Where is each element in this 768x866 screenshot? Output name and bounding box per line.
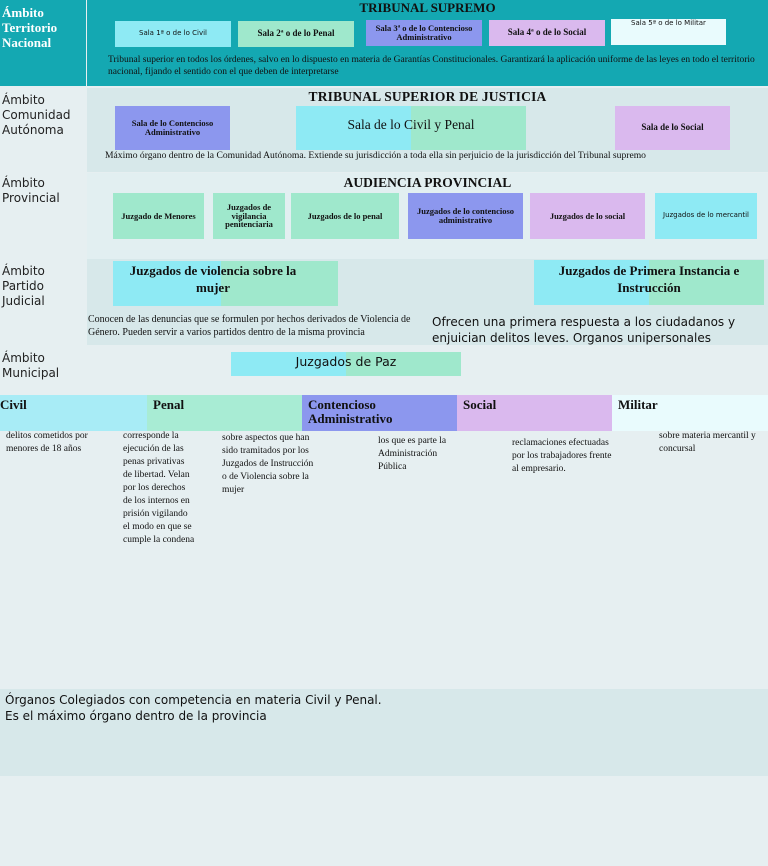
supremo-title: TRIBUNAL SUPREMO (359, 0, 496, 15)
detail-mercantil: sobre materia mercantil y concursal (659, 431, 756, 454)
sala-1-civil: Sala 1ª o de lo Civil (115, 21, 231, 47)
detail-vigilancia: corresponde la ejecución de las penas pr… (123, 431, 195, 545)
detail-social: reclamaciones efectuadas por los trabaja… (512, 438, 612, 474)
row-label-nacional: Ámbito Territorio Nacional (2, 5, 58, 50)
footer-line-1: Órganos Colegiados con competencia en ma… (5, 693, 382, 707)
juzgado-mercantil: Juzgados de lo mercantil (655, 193, 757, 239)
tsj-description: Máximo órgano dentro de la Comunidad Aut… (105, 150, 646, 161)
column-contencioso: Contencioso Administrativo (302, 395, 457, 431)
tsj-title: TRIBUNAL SUPERIOR DE JUSTICIA (308, 89, 547, 104)
footer-band (0, 689, 768, 776)
juzgado-primera-instancia: Juzgados de Primera Instancia e Instrucc… (558, 263, 740, 295)
row-label-provincial: Ámbito Provincial (2, 176, 60, 205)
sala-4-social: Sala 4ª o de lo Social (489, 20, 605, 46)
audiencia-title: AUDIENCIA PROVINCIAL (343, 175, 512, 190)
juzgados-de-paz: Juzgados de Paz (295, 354, 397, 370)
tsj-civil-penal-box (296, 106, 526, 150)
nacional-label-bg (0, 0, 86, 86)
column-social: Social (457, 395, 612, 431)
detail-penal: sobre aspectos que han sido tramitados p… (222, 433, 314, 495)
sala-2-penal: Sala 2ª o de lo Penal (238, 21, 354, 47)
detail-menores: delitos cometidos por menores de 18 años (6, 431, 88, 454)
column-penal: Penal (147, 395, 302, 431)
juzgado-violencia: Juzgados de violencia sobre la mujer (129, 263, 297, 295)
juzgado-vigilancia: Juzgados de vigilancia penitenciaria (213, 193, 285, 239)
violencia-description: Conocen de las denuncias que se formulen… (88, 314, 411, 338)
juzgado-menores: Juzgado de Menores (113, 193, 204, 239)
paz-box (231, 352, 461, 376)
violencia-box (113, 261, 338, 306)
tsj-sala-civil-penal: Sala de lo Civil y Penal (347, 116, 475, 132)
footer-line-2: Es el máximo órgano dentro de la provinc… (5, 709, 267, 723)
tsj-sala-contencioso: Sala de lo Contencioso Administrativo (115, 106, 230, 150)
row-label-autonoma: Ámbito Comunidad Autónoma (2, 93, 71, 137)
column-militar: Militar (612, 395, 768, 431)
sala-5-militar: Sala 5ª o de lo Militar (611, 19, 726, 45)
juzgado-contencioso: Juzgados de lo contencioso administrativ… (408, 193, 523, 239)
row-label-municipal: Ámbito Municipal (2, 351, 60, 380)
juzgado-social: Juzgados de lo social (530, 193, 645, 239)
row-label-judicial: Ámbito Partido Judicial (2, 264, 45, 308)
tsj-sala-social: Sala de lo Social (615, 106, 730, 150)
juzgado-penal: Juzgados de lo penal (291, 193, 399, 239)
column-civil: Civil (0, 395, 147, 431)
supremo-description: Tribunal superior en todos los órdenes, … (108, 55, 755, 77)
detail-contencioso: los que es parte la Administración Públi… (378, 436, 447, 472)
primera-instancia-description: Ofrecen una primera respuesta a los ciud… (432, 315, 736, 345)
sala-3-contencioso: Sala 3ª o de lo Contencioso Administrati… (366, 20, 482, 46)
primera-instancia-box (534, 260, 764, 305)
